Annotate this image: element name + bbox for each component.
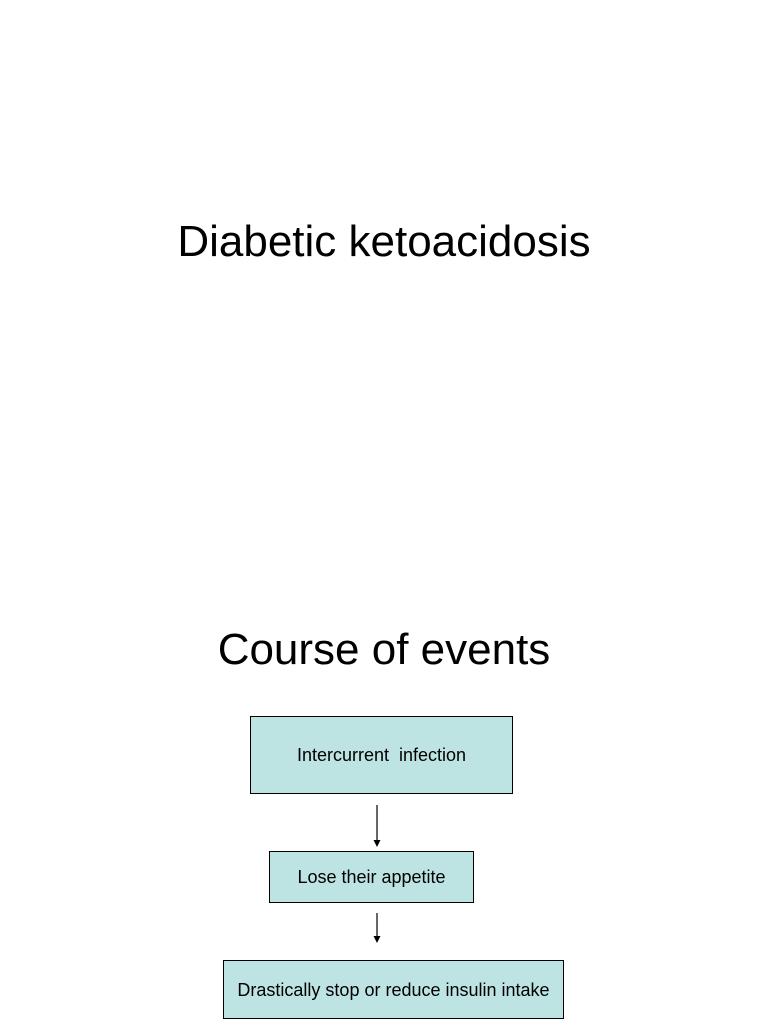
flowchart-step: Intercurrent infection [250, 716, 513, 794]
slide-title: Course of events [217, 625, 551, 674]
down-arrow-icon [373, 913, 381, 943]
flowchart-step: Drastically stop or reduce insulin intak… [223, 960, 564, 1019]
slide-title-page: Diabetic ketoacidosis [177, 217, 591, 266]
flowchart-step: Lose their appetite [269, 851, 474, 903]
slide-title: Diabetic ketoacidosis [177, 217, 591, 266]
down-arrow-icon [373, 805, 381, 847]
slide-course-of-events: Course of events Intercurrent infection … [0, 576, 768, 1024]
